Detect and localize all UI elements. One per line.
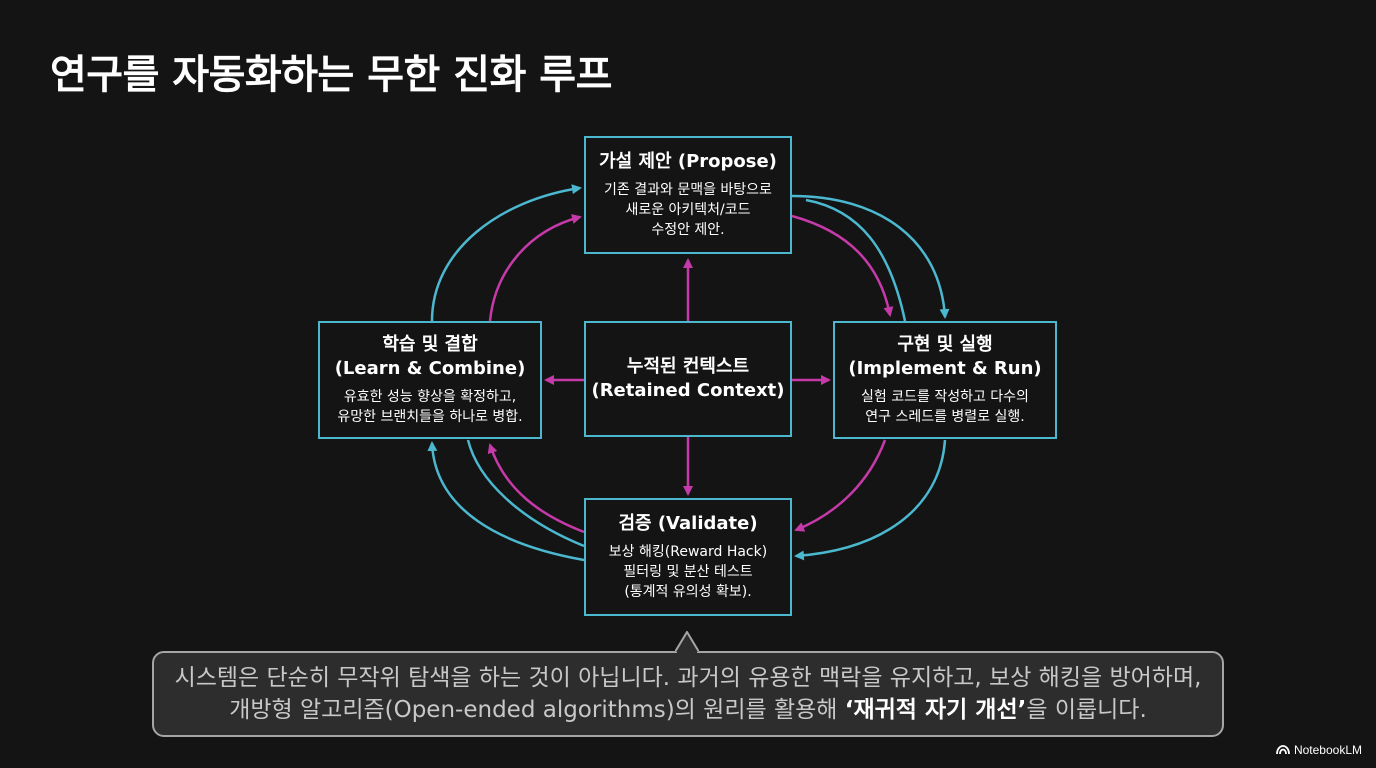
node-propose-title: 가설 제안 (Propose) xyxy=(599,151,777,172)
node-implement-desc: 실험 코드를 작성하고 다수의 연구 스레드를 병렬로 실행. xyxy=(861,387,1029,427)
arrow-validate-to-learn-outer xyxy=(427,441,585,562)
callout-pointer-icon xyxy=(675,631,699,653)
arrow-propose-to-implement-cyan-inner xyxy=(805,198,907,322)
node-implement-title-line: 구현 및 실행 xyxy=(897,334,993,355)
node-propose-desc: 기존 결과와 문맥을 바탕으로 새로운 아키텍처/코드 수정안 제안. xyxy=(604,180,772,240)
node-validate-desc-line: 보상 해킹(Reward Hack) xyxy=(608,544,768,560)
node-learn-desc: 유효한 성능 향상을 확정하고, 유망한 브랜치들을 하나로 병합. xyxy=(337,387,522,427)
node-context: 누적된 컨텍스트 (Retained Context) xyxy=(584,321,792,437)
arrow-propose-to-implement-outer xyxy=(791,194,950,319)
node-implement-desc-line: 실험 코드를 작성하고 다수의 xyxy=(861,389,1029,405)
summary-callout: 시스템은 단순히 무작위 탐색을 하는 것이 아닙니다. 과거의 유용한 맥락을… xyxy=(152,651,1224,737)
notebooklm-logo-icon xyxy=(1276,745,1290,755)
arrow-propose-to-implement-inner xyxy=(791,214,894,317)
node-learn-title-line: (Learn & Combine) xyxy=(334,358,526,379)
node-learn: 학습 및 결합 (Learn & Combine) 유효한 성능 향상을 확정하… xyxy=(318,321,542,439)
callout-line-2-suffix: 을 이룹니다. xyxy=(1026,697,1147,723)
arrow-validate-to-learn-inner xyxy=(487,443,585,534)
node-validate-desc-line: (통계적 유의성 확보). xyxy=(624,584,752,600)
node-validate: 검증 (Validate) 보상 해킹(Reward Hack) 필터링 및 분… xyxy=(584,498,792,616)
brand-label: NotebookLM xyxy=(1293,743,1362,757)
callout-pointer-gap xyxy=(677,650,697,654)
callout-line-2-prefix: 개방형 알고리즘(Open-ended algorithms)의 원리를 활용해 xyxy=(229,697,845,723)
node-implement: 구현 및 실행 (Implement & Run) 실험 코드를 작성하고 다수… xyxy=(833,321,1057,439)
node-validate-desc-line: 필터링 및 분산 테스트 xyxy=(623,564,753,580)
page-title: 연구를 자동화하는 무한 진화 루프 xyxy=(50,52,612,98)
callout-line-2: 개방형 알고리즘(Open-ended algorithms)의 원리를 활용해… xyxy=(229,694,1147,726)
arrow-learn-to-propose-inner xyxy=(488,214,582,322)
node-context-title-line: 누적된 컨텍스트 xyxy=(626,356,750,377)
callout-line-1: 시스템은 단순히 무작위 탐색을 하는 것이 아닙니다. 과거의 유용한 맥락을… xyxy=(174,665,1202,691)
node-implement-desc-line: 연구 스레드를 병렬로 실행. xyxy=(865,409,1025,425)
node-validate-title: 검증 (Validate) xyxy=(618,513,758,534)
node-learn-desc-line: 유효한 성능 향상을 확정하고, xyxy=(343,389,517,405)
arrow-learn-to-propose-outer xyxy=(430,184,582,322)
node-implement-title: 구현 및 실행 (Implement & Run) xyxy=(848,333,1041,381)
node-context-title-line: (Retained Context) xyxy=(591,380,785,401)
arrow-implement-to-validate-inner xyxy=(794,439,887,532)
callout-emphasis: ‘재귀적 자기 개선’ xyxy=(844,697,1027,723)
brand-badge: NotebookLM xyxy=(1276,743,1362,757)
node-context-title: 누적된 컨텍스트 (Retained Context) xyxy=(591,355,784,403)
node-propose: 가설 제안 (Propose) 기존 결과와 문맥을 바탕으로 새로운 아키텍처… xyxy=(584,136,792,254)
arrow-validate-to-learn-cyan-inner xyxy=(466,439,585,548)
node-propose-desc-line: 기존 결과와 문맥을 바탕으로 xyxy=(604,182,772,198)
node-learn-desc-line: 유망한 브랜치들을 하나로 병합. xyxy=(337,409,523,425)
arrow-implement-to-validate-outer xyxy=(794,439,947,561)
node-propose-desc-line: 새로운 아키텍처/코드 xyxy=(625,202,751,218)
node-learn-title-line: 학습 및 결합 xyxy=(382,334,478,355)
node-validate-desc: 보상 해킹(Reward Hack) 필터링 및 분산 테스트 (통계적 유의성… xyxy=(609,542,767,602)
node-propose-desc-line: 수정안 제안. xyxy=(651,222,725,238)
node-implement-title-line: (Implement & Run) xyxy=(848,358,1042,379)
node-learn-title: 학습 및 결합 (Learn & Combine) xyxy=(335,333,526,381)
